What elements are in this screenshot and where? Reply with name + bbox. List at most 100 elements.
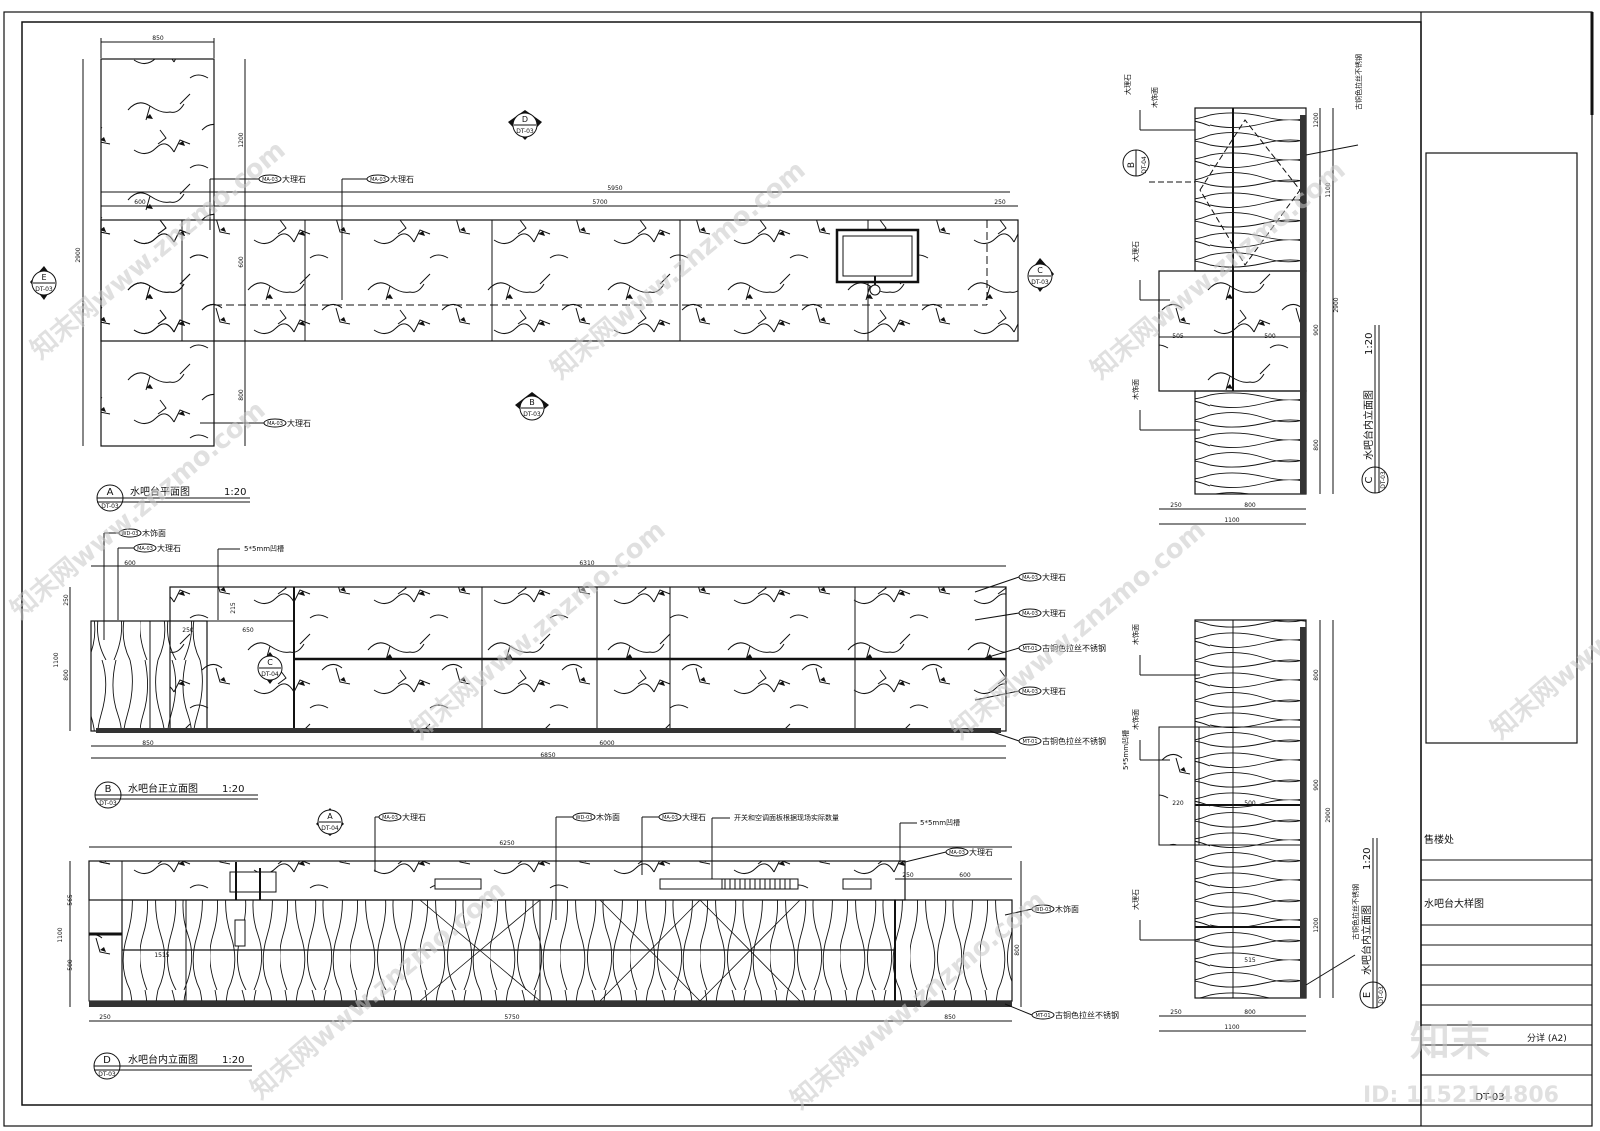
- marker-ref: DT-04: [261, 671, 279, 678]
- dim-c-base: 800: [1313, 439, 1320, 451]
- callout-marble: 大理石: [287, 418, 311, 428]
- section-marker-b[interactable]: B DT-03: [515, 392, 549, 421]
- section-marker-e[interactable]: E DT-03: [30, 266, 57, 300]
- section-marker-b-side[interactable]: B DT-04: [1122, 149, 1195, 183]
- watermark-id: ID: 1152144806: [1363, 1083, 1559, 1108]
- callout-marble: 大理石: [682, 812, 706, 822]
- callout-marble: 大理石: [1042, 572, 1066, 582]
- dim-front-body: 800: [63, 669, 70, 681]
- view-ref: DT-03: [98, 1071, 116, 1078]
- marker-letter: B: [529, 398, 535, 407]
- callout-marble: 大理石: [390, 174, 414, 184]
- section-marker-d[interactable]: D DT-03: [508, 110, 542, 140]
- front-elevation-b: 6310 600 250 215 650 1100 800 850 6000 6…: [53, 528, 1106, 809]
- side-c-callouts: 大理石 木饰面 古铜色拉丝不锈钢 大理石 木饰面: [1123, 54, 1363, 431]
- callout-wood: 木饰面: [1131, 624, 1140, 645]
- view-scale: 1:20: [1364, 333, 1375, 355]
- marker-ref: DT-03: [1031, 279, 1049, 286]
- code-tag: MA-03: [137, 546, 153, 552]
- section-marker-c[interactable]: C DT-03: [1027, 258, 1054, 292]
- dim-inner-base: 5750: [504, 1014, 519, 1021]
- code-tag: MA-03: [262, 177, 278, 183]
- dim-e-base: 1200: [1313, 917, 1320, 932]
- dim-c-top: 1100: [1325, 182, 1332, 197]
- dim-front-total: 6850: [540, 752, 555, 759]
- dim-c-cap: 1200: [1313, 112, 1320, 127]
- code-tag: MT-01: [1035, 1013, 1050, 1019]
- dim-e-lower: 515: [1244, 957, 1256, 964]
- callout-wood: 木饰面: [1131, 379, 1140, 400]
- marker-letter: C: [1037, 266, 1043, 275]
- callout-marble: 大理石: [282, 174, 306, 184]
- view-title-d: D DT-03 水吧台内立面图 1:20: [93, 1052, 252, 1080]
- watermark-logo-text: 知末: [1410, 1019, 1490, 1065]
- view-title-c: C DT-03 水吧台内立面图 1:20: [1361, 325, 1389, 494]
- view-scale: 1:20: [222, 1055, 244, 1066]
- dim-plan-lower: 800: [238, 389, 245, 401]
- code-tag: MA-03: [267, 421, 283, 427]
- dim-c-left: 250: [1170, 502, 1182, 509]
- dim-front-left: 600: [124, 560, 136, 567]
- dim-inner-body: 800: [1014, 944, 1021, 956]
- marker-ref: DT-04: [1141, 156, 1148, 174]
- section-marker-a-inner[interactable]: A DT-04: [316, 808, 344, 836]
- view-letter: E: [1362, 992, 1373, 998]
- dim-e-top: 800: [1313, 669, 1320, 681]
- watermark-text: 知末网www.znzmo.com: [1485, 515, 1600, 745]
- view-letter: D: [103, 1055, 111, 1066]
- dim-c-panel: 500: [1264, 333, 1276, 340]
- dim-e-left: 250: [1170, 1009, 1182, 1016]
- dim-c-recess: 505: [1172, 333, 1184, 340]
- dim-e-recess: 220: [1172, 800, 1184, 807]
- dim-plan-upper: 1200: [238, 132, 245, 147]
- callout-groove: 5*5mm凹槽: [244, 544, 284, 553]
- callout-marble: 大理石: [157, 543, 181, 553]
- drawing-number: DT-03: [1475, 1092, 1504, 1103]
- callout-steel: 古铜色拉丝不锈钢: [1351, 884, 1360, 940]
- code-tag: MA-03: [949, 850, 965, 856]
- marker-letter: E: [41, 273, 46, 282]
- code-tag: WD-03: [1035, 907, 1052, 913]
- dim-inner-right: 600: [959, 872, 971, 879]
- view-title: 水吧台平面图: [130, 485, 190, 498]
- view-letter: A: [107, 487, 114, 498]
- dim-front-height: 1100: [53, 652, 60, 667]
- callout-marble: 大理石: [1042, 608, 1066, 618]
- dim-plan-mid: 600: [238, 256, 245, 268]
- callout-marble: 大理石: [1131, 889, 1140, 910]
- project-name: 售楼处: [1424, 833, 1454, 846]
- marker-letter: C: [267, 658, 273, 667]
- inner-elevation-d: 6250 250 600 1100 800 565 500 5750 850 2…: [57, 808, 1119, 1080]
- section-marker-c-front[interactable]: C DT-04: [257, 652, 283, 684]
- dim-inner-base-left: 250: [99, 1014, 111, 1021]
- dim-front-base-right: 6000: [599, 740, 614, 747]
- dim-c-mid-w: 800: [1244, 502, 1256, 509]
- dim-e-panel: 500: [1244, 800, 1256, 807]
- dim-inner-base-right: 850: [944, 1014, 956, 1021]
- callout-marble: 大理石: [1123, 74, 1132, 95]
- dim-front-base-left: 850: [142, 740, 154, 747]
- side-e-callouts: 木饰面 5*5mm凹槽 木饰面 大理石 古铜色拉丝不锈钢: [1121, 624, 1360, 986]
- view-title: 水吧台内立面图: [128, 1053, 198, 1066]
- drawing-name: 水吧台大样图: [1424, 897, 1484, 910]
- view-ref: DT-03: [1378, 986, 1385, 1004]
- view-title: 水吧台正立面图: [128, 782, 198, 795]
- dim-c-mid: 900: [1313, 324, 1320, 336]
- marker-ref: DT-03: [35, 286, 53, 293]
- marker-ref: DT-04: [321, 825, 339, 832]
- dim-inner-overall: 6250: [499, 840, 514, 847]
- marker-letter: B: [1127, 162, 1137, 168]
- view-ref: DT-03: [1380, 471, 1387, 489]
- dim-front-gap: 250: [182, 627, 194, 634]
- callout-marble: 大理石: [1042, 686, 1066, 696]
- callout-steel: 古铜色拉丝不锈钢: [1354, 54, 1363, 110]
- dim-e-height: 2900: [1325, 807, 1332, 822]
- code-tag: WD-03: [576, 815, 593, 821]
- code-tag: MT-01: [1022, 646, 1037, 652]
- callout-groove: 5*5mm凹槽: [920, 818, 960, 827]
- marker-ref: DT-03: [516, 128, 534, 135]
- dim-plan-width: 850: [152, 35, 164, 42]
- callout-steel: 古铜色拉丝不锈钢: [1042, 736, 1106, 746]
- view-ref: DT-03: [99, 800, 117, 807]
- view-letter: C: [1364, 476, 1375, 483]
